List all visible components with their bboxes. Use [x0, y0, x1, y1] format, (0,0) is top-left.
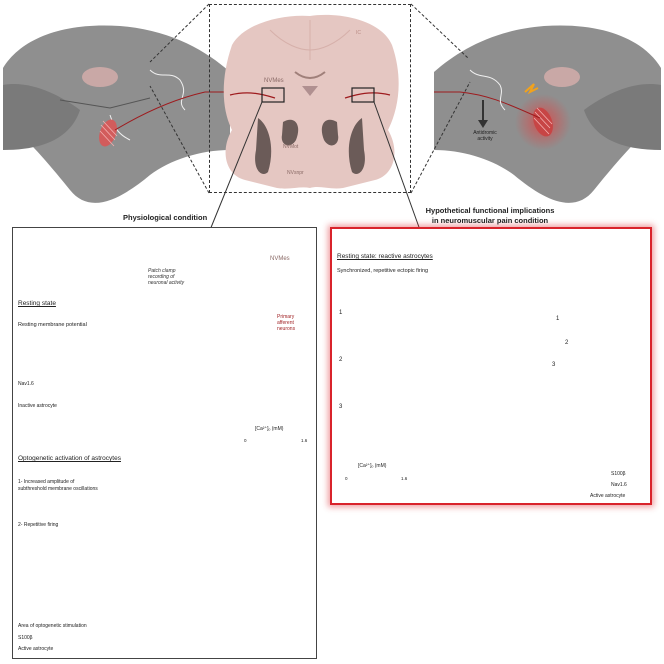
item2-label: 2- Repetitive firing — [18, 522, 59, 528]
right-masseter-muscle — [533, 107, 553, 137]
legend-nav-label: Nav1.6 — [18, 381, 34, 387]
legend-nav-right: Nav1.6 — [611, 482, 627, 488]
ca-max-right: 1.6 — [401, 476, 408, 481]
nvsnpr-label: NVsnpr — [287, 170, 304, 176]
legend-area-label: Area of optogenetic stimulation — [18, 623, 87, 629]
item1-label: 1- Increased amplitude of subthreshold m… — [18, 479, 98, 492]
pain-condition-panel — [330, 227, 652, 505]
nvmot-label: NVMot — [283, 144, 299, 150]
right-rat-head — [434, 25, 661, 203]
right-panel-title: Resting state: reactive astrocytes — [337, 253, 433, 260]
neuron-label-3: 3 — [552, 362, 556, 368]
nvmes-panel-label: NVMes — [270, 256, 290, 262]
ca-max-left: 1.6 — [301, 438, 308, 443]
ic-label: IC — [356, 30, 361, 36]
resting-membrane-label: Resting membrane potential — [18, 322, 87, 328]
ca-label-left: [Ca²⁺]ₒ (mM) — [255, 426, 284, 432]
trace-label-3: 3 — [339, 404, 343, 410]
patch-clamp-label: Patch clamp recording of neuronal activi… — [148, 268, 185, 286]
brainstem-section — [223, 14, 399, 189]
ca-min-left: 0 — [244, 438, 247, 443]
hypothetical-heading: Hypothetical functional implications in … — [425, 206, 555, 225]
legend-s100-label: S100β — [18, 635, 33, 641]
lightning-icon — [524, 83, 539, 95]
legend-active-label: Active astrocyte — [18, 646, 54, 652]
arrow-down-icon — [478, 120, 488, 128]
legend-inactive-label: Inactive astrocyte — [18, 403, 57, 409]
neuron-label-2: 2 — [565, 340, 569, 346]
left-rat-head — [3, 25, 230, 203]
legend-active-right: Active astrocyte — [590, 493, 626, 499]
antidromic-label: Antidromic activity — [473, 130, 497, 142]
brainstem-dashed-frame — [209, 4, 411, 193]
physiological-panel — [12, 227, 317, 659]
trace-label-1: 1 — [339, 310, 343, 316]
ca-label-right: [Ca²⁺]ₒ (mM) — [358, 463, 387, 469]
optogenetic-title: Optogenetic activation of astrocytes — [18, 455, 121, 462]
physiological-heading: Physiological condition — [123, 213, 208, 222]
right-panel-subtitle: Synchronized, repetitive ectopic firing — [337, 268, 429, 274]
left-masseter-muscle — [99, 119, 118, 147]
neuron-label-1: 1 — [556, 316, 560, 322]
nvmes-label: NVMes — [264, 78, 284, 84]
primary-afferent-label: Primary afferent neurons — [277, 314, 296, 332]
legend-s100-right: S100β — [611, 471, 626, 477]
trace-label-2: 2 — [339, 357, 343, 363]
ca-min-right: 0 — [345, 476, 348, 481]
resting-state-title: Resting state — [18, 300, 56, 307]
